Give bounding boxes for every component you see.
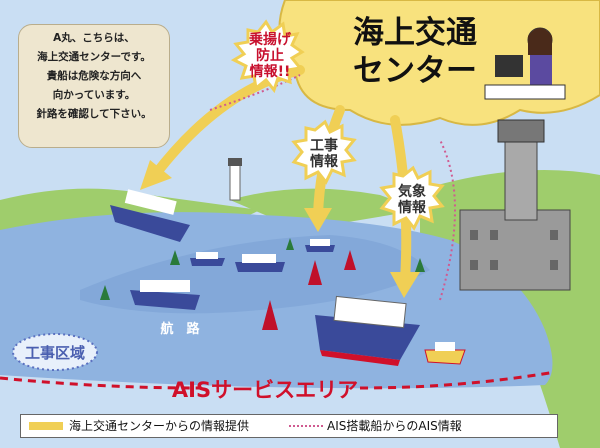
weather-info-label: 気象 情報: [398, 184, 426, 216]
lighthouse-icon: [228, 158, 242, 201]
operator-icon: [484, 27, 566, 100]
buoys: [100, 238, 425, 330]
fairway-label: 航 路: [160, 322, 200, 337]
traffic-center-building: [459, 119, 571, 291]
speech-bubble: A丸、こちらは、 海上交通センターです。 貴船は危険な方向へ 向かっています。 …: [18, 24, 170, 148]
burst-construction: [291, 119, 357, 185]
legend-center-info: 海上交通センターからの情報提供: [69, 419, 250, 433]
ais-dotted-lines: [209, 74, 456, 301]
ais-area-boundary: [0, 370, 556, 390]
construction-info-label: 工事 情報: [310, 138, 338, 170]
legend-dotted-swatch: [289, 425, 324, 427]
legend-ais-info: AIS搭載船からのAIS情報: [327, 419, 462, 433]
burst-grounding: [230, 19, 305, 94]
grounding-info-label: 乗揚げ 防止 情報!!: [249, 32, 291, 80]
ais-area-label: AISサービスエリア: [171, 378, 359, 402]
legend: 海上交通センターからの情報提供 AIS搭載船からのAIS情報: [20, 414, 558, 438]
construction-zone-label: 工事区域: [24, 344, 85, 362]
ships: [110, 189, 466, 366]
center-title: 海上交通 センター: [353, 15, 477, 89]
burst-weather: [379, 165, 445, 231]
construction-zone-outline: [12, 333, 98, 371]
legend-yellow-swatch: [29, 422, 63, 430]
